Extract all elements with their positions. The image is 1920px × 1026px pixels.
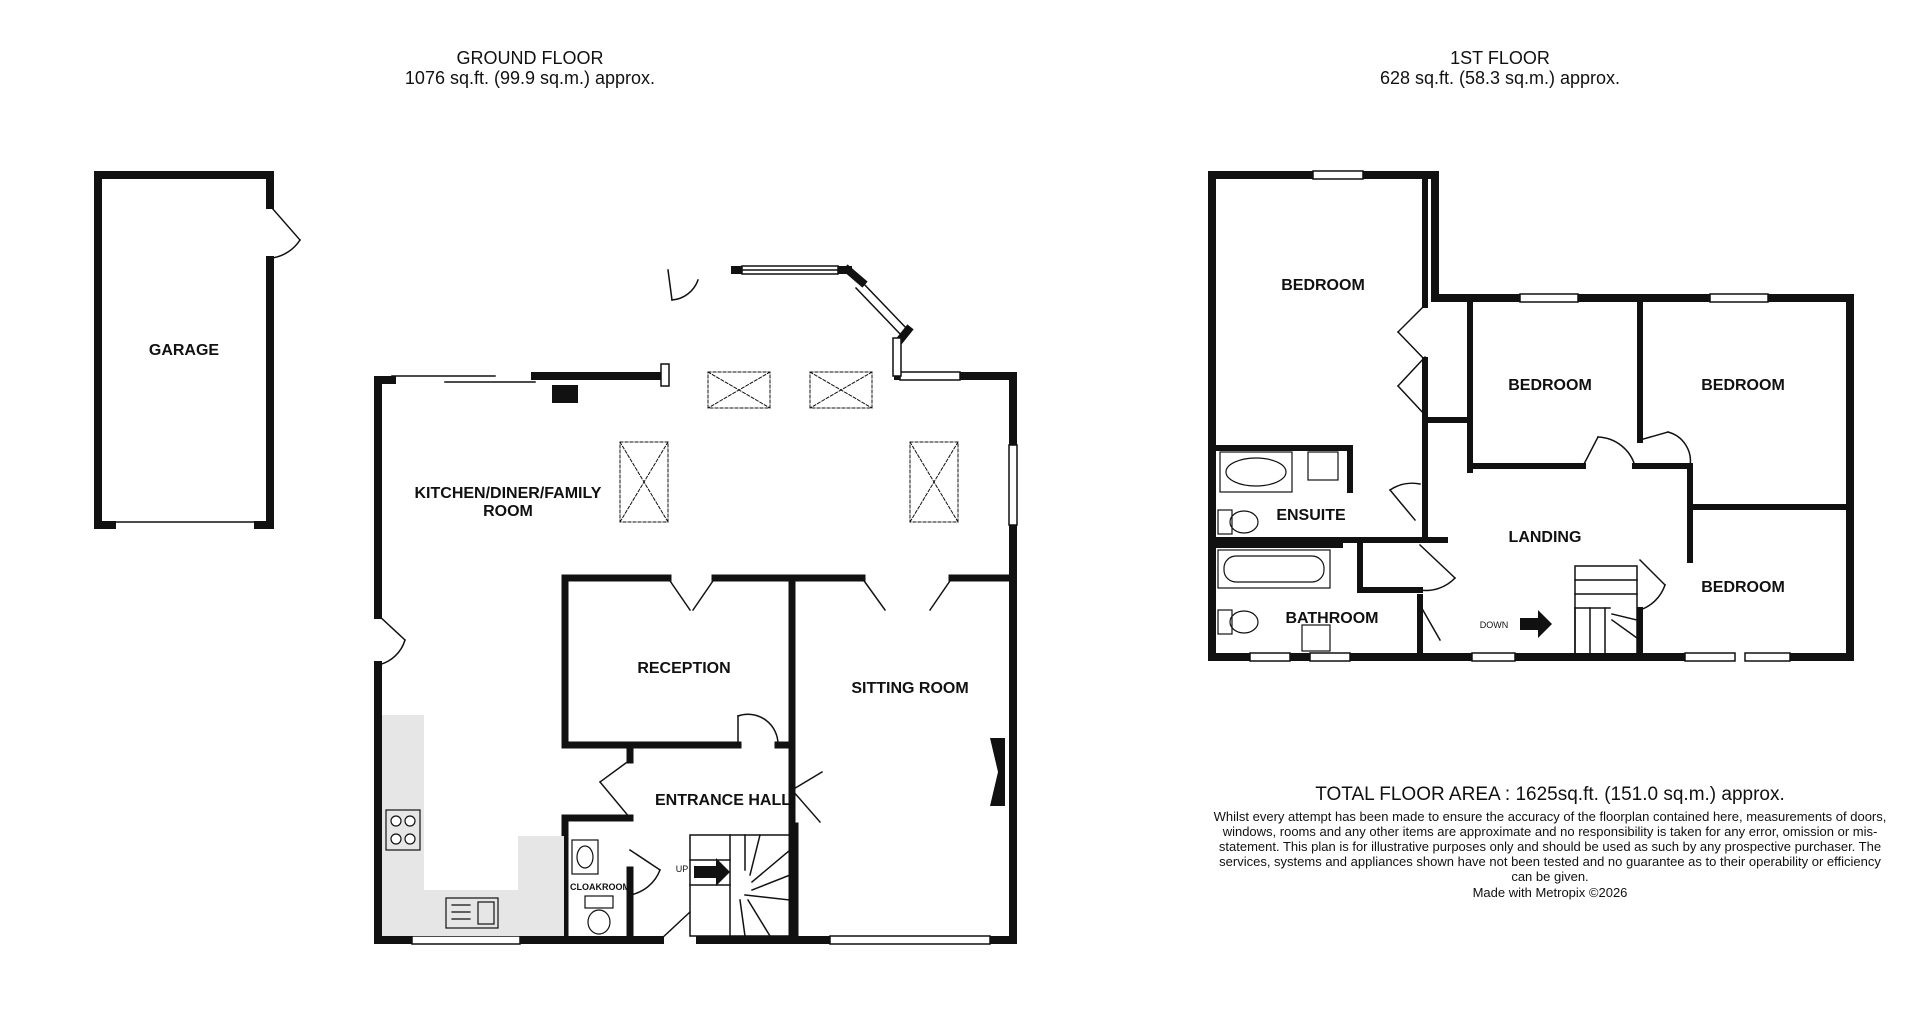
sitting-room-label: SITTING ROOM: [851, 680, 968, 697]
ground-stairs: [689, 834, 792, 938]
bathroom-label: BATHROOM: [1285, 610, 1378, 627]
first-floor-header: 1ST FLOOR 628 sq.ft. (58.3 sq.m.) approx…: [1310, 48, 1690, 88]
bathroom-fixtures: [1217, 451, 1339, 652]
kitchen-label-line2: ROOM: [483, 503, 533, 520]
ground-floor-area: 1076 sq.ft. (99.9 sq.m.) approx.: [404, 68, 656, 88]
hob-icon: [385, 809, 421, 851]
stairs-up-arrow: [694, 858, 730, 886]
cloakroom-label: CLOAKROOM: [570, 882, 630, 892]
ground-floor-plan: [94, 171, 1018, 945]
first-stairs: [1574, 565, 1639, 655]
sink-icon: [445, 897, 499, 929]
credit-text: Made with Metropix ©2026: [1472, 885, 1628, 900]
ensuite-label: ENSUITE: [1276, 507, 1346, 524]
first-internal-walls: [1215, 177, 1848, 660]
skylights: [619, 371, 959, 523]
garage-door: [111, 206, 302, 523]
stairs-down-arrow: [1520, 610, 1552, 638]
first-windows: [1249, 170, 1791, 662]
entrance-hall-label: ENTRANCE HALL: [655, 792, 791, 809]
room-labels: GARAGE KITCHEN/DINER/FAMILY ROOM RECEPTI…: [149, 277, 1785, 892]
bedroom-1-label: BEDROOM: [1281, 277, 1365, 294]
first-floor-area: 628 sq.ft. (58.3 sq.m.) approx.: [1379, 68, 1621, 88]
bedroom-3-label: BEDROOM: [1701, 377, 1785, 394]
garage-label: GARAGE: [149, 342, 220, 359]
stairs-down-label: DOWN: [1480, 620, 1509, 630]
bedroom-2-label: BEDROOM: [1508, 377, 1592, 394]
kitchen-label-line1: KITCHEN/DINER/FAMILY: [415, 485, 602, 502]
ground-internal-walls: [561, 574, 1014, 944]
landing-label: LANDING: [1509, 529, 1582, 546]
first-outer-walls: [1208, 171, 1854, 661]
fireplace: [990, 738, 1005, 806]
total-floor-area: TOTAL FLOOR AREA : 1625sq.ft. (151.0 sq.…: [1315, 784, 1785, 805]
stairs-up-label: UP: [676, 864, 689, 874]
first-floor-plan: [1208, 170, 1854, 662]
garage-walls: [94, 171, 274, 529]
disclaimer-text: Whilst every attempt has been made to en…: [1213, 809, 1887, 884]
sliding-doors: [391, 375, 536, 383]
ground-door-swings: [376, 269, 954, 942]
ground-outer-walls: [374, 264, 1017, 944]
ground-floor-header: GROUND FLOOR 1076 sq.ft. (99.9 sq.m.) ap…: [340, 48, 720, 88]
bedroom-4-label: BEDROOM: [1701, 579, 1785, 596]
ground-windows: [411, 265, 1018, 945]
reception-label: RECEPTION: [637, 660, 730, 677]
ground-floor-title: GROUND FLOOR: [456, 48, 604, 68]
cloakroom-fixtures: [571, 839, 614, 935]
chimney-breast: [552, 385, 578, 403]
first-floor-title: 1ST FLOOR: [1450, 48, 1550, 68]
first-door-swings: [1388, 303, 1692, 642]
